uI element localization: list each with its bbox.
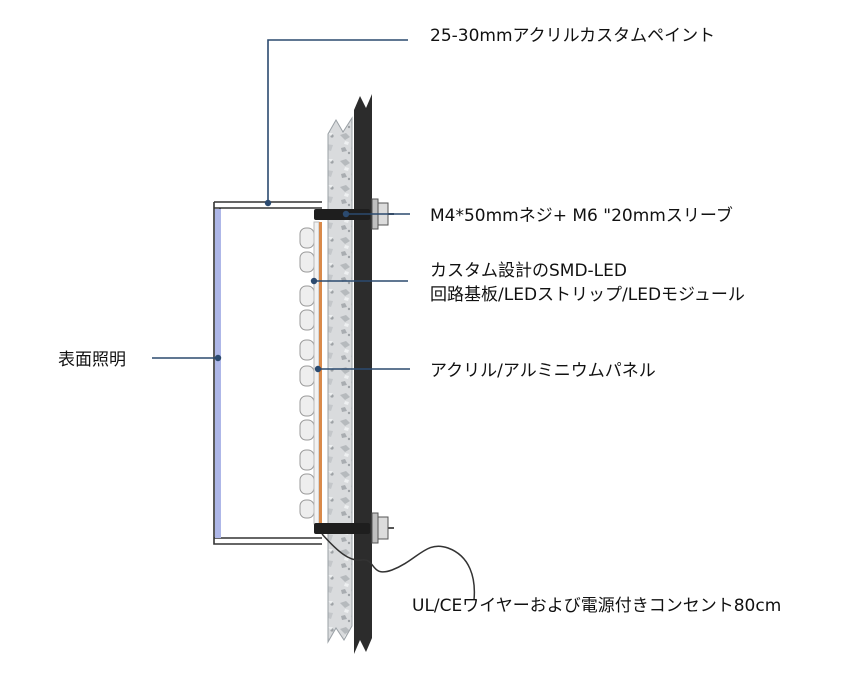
label-panel: アクリル/アルミニウムパネル xyxy=(430,361,656,381)
leader-line-acrylic-paint xyxy=(267,39,408,203)
label-wire-plug: UL/CEワイヤーおよび電源付きコンセント80cm xyxy=(412,596,781,616)
label-screw-sleeve: M4*50mmネジ+ M6 "20mmスリーブ xyxy=(430,205,733,226)
leader-dot-surface-lighting xyxy=(214,354,222,362)
led-strip xyxy=(319,222,322,524)
leader-dots xyxy=(214,199,350,373)
stone-backing-layer xyxy=(327,116,353,644)
leader-dot-acrylic-paint xyxy=(264,199,272,207)
face-panel xyxy=(215,209,221,538)
leader-dot-panel xyxy=(314,365,322,373)
leader-lines xyxy=(152,39,410,370)
label-smd-led-line1: カスタム設計のSMD-LED xyxy=(430,261,627,281)
leader-dot-smd-led xyxy=(310,277,318,285)
label-smd-led-line2: 回路基板/LEDストリップ/LEDモジュール xyxy=(430,285,745,305)
circuit-board xyxy=(313,221,320,525)
bottom-standoff xyxy=(314,512,394,544)
led-modules xyxy=(299,227,315,519)
label-acrylic-paint: 25-30mmアクリルカスタムペイント xyxy=(430,26,715,46)
leader-dot-screw-sleeve xyxy=(342,210,350,218)
mounting-wall xyxy=(354,94,372,654)
power-cable xyxy=(321,533,476,601)
label-surface-lighting: 表面照明 xyxy=(58,350,126,370)
